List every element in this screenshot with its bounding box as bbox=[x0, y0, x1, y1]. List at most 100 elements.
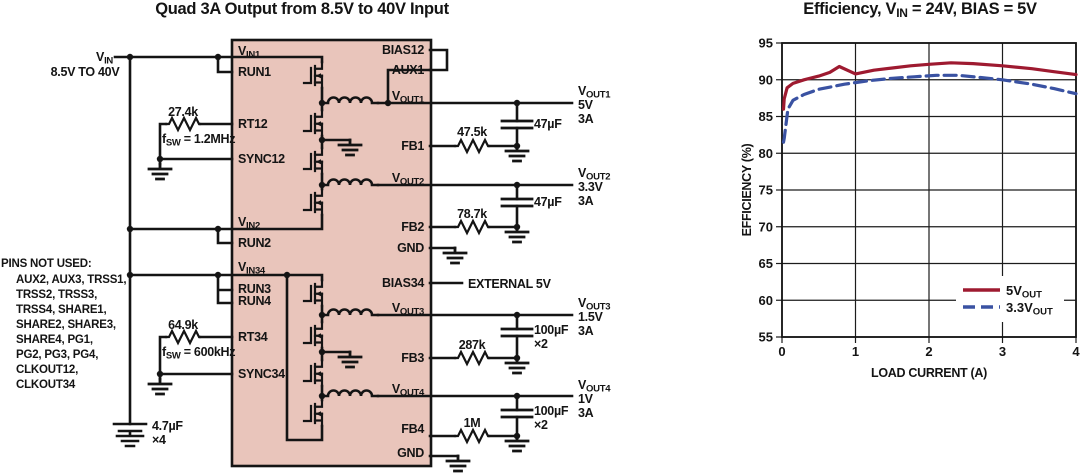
pins-not-used-line: SHARE4, PG1, bbox=[16, 334, 93, 346]
junction-dot bbox=[156, 155, 164, 163]
vout4-amps: 3A bbox=[578, 406, 594, 420]
vout2-volts: 3.3V bbox=[578, 180, 603, 194]
fsw12-label: fSW = 1.2MHz bbox=[162, 132, 235, 149]
junction-dot bbox=[513, 181, 521, 189]
vout3-name: VOUT3 bbox=[578, 296, 610, 313]
efficiency-chart: Efficiency, VIN = 24V, BIAS = 5V 55 60 65 7… bbox=[740, 0, 1080, 380]
pin-label-vout3-8: VOUT3 bbox=[392, 301, 424, 318]
fb1-resistor-value: 47.5k bbox=[457, 125, 487, 139]
legend-background bbox=[956, 276, 1064, 322]
junction-dot bbox=[214, 271, 222, 279]
vout1-amps: 3A bbox=[578, 112, 594, 126]
pin-label-vin1: VIN1 bbox=[238, 44, 261, 61]
cout4-value: 100µF bbox=[534, 404, 569, 418]
cout3-value: 100µF bbox=[534, 323, 569, 337]
pin-label-run2: RUN2 bbox=[238, 236, 271, 250]
y-tick-label-75: 75 bbox=[759, 183, 773, 198]
cout2-value: 47µF bbox=[534, 195, 562, 209]
pin-label-vin2: VIN2 bbox=[238, 215, 260, 232]
schematic: Quad 3A Output from 8.5V to 40V Input bbox=[1, 0, 611, 473]
junction-dots bbox=[126, 53, 521, 440]
junction-dot bbox=[126, 225, 134, 233]
y-tick-label-55: 55 bbox=[759, 330, 773, 345]
fsw34-label: fSW = 600kHz bbox=[162, 345, 235, 362]
y-tick-label-65: 65 bbox=[759, 256, 773, 271]
y-tick-label-85: 85 bbox=[759, 109, 773, 124]
y-tick-label-95: 95 bbox=[759, 36, 773, 51]
external-5v-note: EXTERNAL 5V bbox=[468, 277, 552, 291]
junction-dot bbox=[126, 53, 134, 61]
junction-dot bbox=[156, 370, 164, 378]
junction-dot bbox=[318, 136, 326, 144]
plot-border bbox=[781, 42, 1077, 338]
vout1-volts: 5V bbox=[578, 98, 594, 112]
x-tick-label-4: 4 bbox=[1072, 344, 1080, 359]
fb2-resistor-value: 78.7k bbox=[457, 207, 487, 221]
schematic-title: Quad 3A Output from 8.5V to 40V Input bbox=[155, 0, 449, 18]
junction-dot bbox=[513, 99, 521, 107]
vout3-volts: 1.5V bbox=[578, 310, 603, 324]
junction-dot bbox=[318, 348, 326, 356]
pin-label-rt12: RT12 bbox=[238, 117, 268, 131]
junction-dot bbox=[214, 225, 222, 233]
legend-3v3out-label: 3.3VOUT bbox=[1006, 300, 1053, 318]
x-tick-label-0: 0 bbox=[778, 344, 785, 359]
pins-not-used-line: PG2, PG3, PG4, bbox=[16, 349, 98, 361]
y-axis-label: EFFICIENCY (%) bbox=[740, 143, 754, 236]
cout4-mult: ×2 bbox=[534, 418, 548, 432]
pins-not-used-line: CLKOUT34 bbox=[16, 379, 76, 391]
y-tick-label-60: 60 bbox=[759, 293, 773, 308]
junction-dot bbox=[318, 311, 326, 319]
ic-pin-labels: VIN1RUN1RT12SYNC12VIN2RUN2VIN34RUN3RUN4R… bbox=[238, 43, 425, 460]
y-tick-label-80: 80 bbox=[759, 146, 773, 161]
junction-dot bbox=[318, 392, 326, 400]
curve-5vout bbox=[781, 61, 1078, 111]
fb3-resistor-value: 287k bbox=[459, 338, 486, 352]
junction-dot bbox=[318, 181, 326, 189]
pin-label-fb1-3: FB1 bbox=[401, 139, 424, 153]
rt12-resistor-value: 27.4k bbox=[168, 105, 198, 119]
pins-not-used-list: AUX2, AUX3, TRSS1, TRSS2, TRSS3, TRSS4, SH… bbox=[16, 274, 127, 391]
junction-dot bbox=[513, 392, 521, 400]
junction-dot bbox=[513, 432, 521, 440]
junction-dot bbox=[214, 53, 222, 61]
junction-dot bbox=[513, 354, 521, 362]
pins-not-used-line: CLKOUT12, bbox=[16, 364, 78, 376]
pins-not-used-line: AUX2, AUX3, TRSS1, bbox=[16, 274, 126, 286]
x-tick-label-1: 1 bbox=[852, 344, 859, 359]
pins-not-used-line: TRSS2, TRSS3, bbox=[16, 289, 97, 301]
pin-label-fb3-9: FB3 bbox=[401, 351, 424, 365]
pins-not-used-line: TRSS4, SHARE1, bbox=[16, 304, 107, 316]
cout1-value: 47µF bbox=[534, 117, 562, 131]
vout2-amps: 3A bbox=[578, 194, 594, 208]
pin-label-run3: RUN3 bbox=[238, 282, 271, 296]
junction-dot bbox=[384, 99, 392, 107]
pins-not-used-header: PINS NOT USED: bbox=[1, 258, 92, 270]
junction-dot bbox=[513, 311, 521, 319]
input-cap-value: 4.7µF bbox=[152, 419, 183, 433]
vout3-amps: 3A bbox=[578, 324, 594, 338]
fb4-resistor-value: 1M bbox=[464, 416, 481, 430]
y-tick-label-90: 90 bbox=[759, 72, 773, 87]
pin-label-fb2-5: FB2 bbox=[401, 220, 424, 234]
pin-label-rt34: RT34 bbox=[238, 330, 268, 344]
chart-title: Efficiency, VIN = 24V, BIAS = 5V bbox=[803, 0, 1037, 20]
chart-legend: 5VOUT 3.3VOUT bbox=[956, 276, 1064, 322]
vin-label: VIN bbox=[96, 50, 113, 67]
curve-3.3vout bbox=[781, 73, 1078, 144]
pin-label-fb4-11: FB4 bbox=[401, 422, 424, 436]
pin-label-bias12-0: BIAS12 bbox=[382, 43, 424, 57]
x-tick-label-3: 3 bbox=[999, 344, 1006, 359]
output-labels: VOUT1 5V 3A VOUT2 3.3V 3A VOUT3 1.5V 3A … bbox=[578, 84, 611, 420]
pin-label-gnd-6: GND bbox=[397, 241, 424, 255]
rt34-resistor-value: 64.9k bbox=[168, 318, 198, 332]
junction-dot bbox=[513, 142, 521, 150]
vin-range-label: 8.5V TO 40V bbox=[51, 65, 121, 79]
junction-dot bbox=[283, 271, 291, 279]
y-tick-label-70: 70 bbox=[759, 219, 773, 234]
vout4-name: VOUT4 bbox=[578, 378, 611, 395]
vout1-name: VOUT1 bbox=[578, 84, 611, 101]
legend-5vout-label: 5VOUT bbox=[1006, 283, 1042, 301]
